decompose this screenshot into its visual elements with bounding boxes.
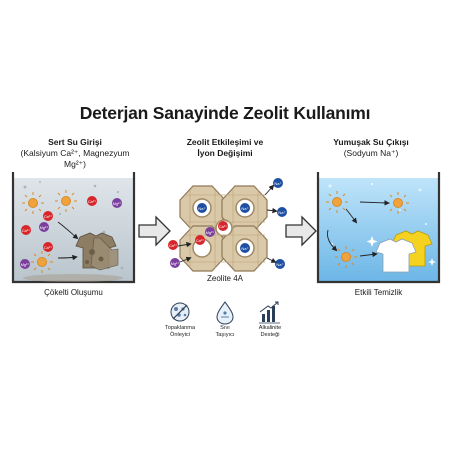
right-heading-block: Yumuşak Su Çıkışı (Sodyum Na⁺) <box>306 137 436 159</box>
svg-text:Mg²⁺: Mg²⁺ <box>206 231 215 235</box>
sodium-ion: Na⁺ <box>275 259 285 269</box>
sodium-ion: Na⁺ <box>197 203 207 213</box>
magnesium-ion: Mg²⁺ <box>112 198 122 208</box>
process-arrow-right <box>138 215 171 247</box>
hard-water-heading: Sert Su Girişi <box>48 137 102 147</box>
sediment-particles <box>21 181 124 270</box>
svg-text:Na⁺: Na⁺ <box>241 206 248 211</box>
feature-liquid-carrier: Sıvı Taşıyıcı <box>205 325 245 338</box>
feature-anti-clumping: Topaklanma Önleyici <box>160 325 200 338</box>
calcium-ion: Ca²⁺ <box>218 221 228 231</box>
svg-text:Na⁺: Na⁺ <box>274 181 281 186</box>
cleaning-caption: Etkili Temizlik <box>354 288 403 297</box>
zeolite-heading-line2: İyon Değişimi <box>197 148 253 158</box>
detergent-molecule <box>22 192 44 214</box>
calcium-ion: Ca²⁺ <box>195 235 205 245</box>
flow-arrow <box>177 241 192 248</box>
svg-text:Na⁺: Na⁺ <box>278 210 285 215</box>
dirty-shirt-icon <box>75 232 119 271</box>
hard-water-subtitle: (Kalsiyum Ca²⁺, Magnezyum Mg²⁺) <box>20 148 130 169</box>
svg-text:Ca²⁺: Ca²⁺ <box>196 239 204 243</box>
detergent-molecule <box>335 246 357 268</box>
flow-arrow <box>266 257 277 263</box>
flow-arrow <box>179 256 192 263</box>
sodium-ion: Na⁺ <box>273 178 283 188</box>
sodium-ion: Na⁺ <box>240 243 250 253</box>
svg-text:Ca²⁺: Ca²⁺ <box>88 200 96 204</box>
calcium-ion: Ca²⁺ <box>168 240 178 250</box>
sparkle-icon <box>366 236 436 266</box>
svg-text:Mg²⁺: Mg²⁺ <box>40 226 49 230</box>
zeolite-heading-line1: Zeolit Etkileşimi ve <box>186 137 264 147</box>
bubbles <box>328 182 428 246</box>
alkalinity-chart-icon <box>259 301 280 324</box>
middle-heading-block: Zeolit Etkileşimi ve İyon Değişimi <box>160 137 290 159</box>
calcium-ion: Ca²⁺ <box>43 211 53 221</box>
feature-label: Taşıyıcı <box>215 331 235 338</box>
feature-label: Desteği <box>260 331 280 338</box>
flow-arrow <box>359 200 390 206</box>
svg-text:Na⁺: Na⁺ <box>241 246 248 251</box>
feature-label: Alkalinite <box>258 325 282 331</box>
calcium-ion: Ca²⁺ <box>21 225 31 235</box>
clean-shirt-icon <box>375 230 433 273</box>
anti-clumping-icon <box>170 302 190 322</box>
calcium-ion: Ca²⁺ <box>87 196 97 206</box>
magnesium-ion: Mg²⁺ <box>170 258 180 268</box>
flow-arrow <box>266 207 278 214</box>
svg-text:Ca²⁺: Ca²⁺ <box>44 215 52 219</box>
detergent-molecule <box>31 251 53 273</box>
svg-text:Mg²⁺: Mg²⁺ <box>171 262 180 266</box>
svg-text:Ca²⁺: Ca²⁺ <box>219 225 227 229</box>
soft-water-heading: Yumuşak Su Çıkışı <box>333 137 409 147</box>
detergent-molecule <box>387 192 409 214</box>
soft-water-subtitle: (Sodyum Na⁺) <box>343 148 399 158</box>
page-title: Deterjan Sanayinde Zeolit Kullanımı <box>79 103 371 123</box>
feature-label: Önleyici <box>170 331 190 338</box>
calcium-ion: Ca²⁺ <box>43 242 53 252</box>
flow-arrow <box>327 229 338 252</box>
svg-text:Mg²⁺: Mg²⁺ <box>113 202 122 206</box>
feature-alkalinity: Alkalinite Desteği <box>250 325 290 338</box>
flow-arrow <box>345 208 358 224</box>
precipitation-caption: Çökelti Oluşumu <box>44 288 103 297</box>
process-arrow-right <box>285 215 317 247</box>
flow-arrow <box>264 184 275 196</box>
flow-arrow <box>57 254 78 261</box>
flow-arrow <box>359 251 378 258</box>
detergent-molecule <box>55 190 77 212</box>
svg-text:Ca²⁺: Ca²⁺ <box>169 244 177 248</box>
svg-text:Ca²⁺: Ca²⁺ <box>22 229 30 233</box>
flow-arrow <box>57 221 79 240</box>
sodium-ion: Na⁺ <box>277 207 287 217</box>
magnesium-ion: Mg²⁺ <box>205 227 215 237</box>
sodium-ion: Na⁺ <box>240 203 250 213</box>
magnesium-ion: Mg²⁺ <box>39 222 49 232</box>
zeolite-caption: Zeolite 4A <box>206 274 244 283</box>
feature-label: Topaklanma <box>164 325 196 331</box>
svg-text:Ca²⁺: Ca²⁺ <box>44 246 52 250</box>
magnesium-ion: Mg²⁺ <box>20 259 30 269</box>
left-heading-block: Sert Su Girişi (Kalsiyum Ca²⁺, Magnezyum… <box>10 137 140 170</box>
svg-text:Na⁺: Na⁺ <box>276 262 283 267</box>
svg-text:Na⁺: Na⁺ <box>198 206 205 211</box>
detergent-molecule <box>326 191 348 213</box>
feature-label: Sıvı <box>220 325 230 331</box>
svg-text:Mg²⁺: Mg²⁺ <box>21 263 30 267</box>
liquid-carrier-icon <box>216 301 234 325</box>
